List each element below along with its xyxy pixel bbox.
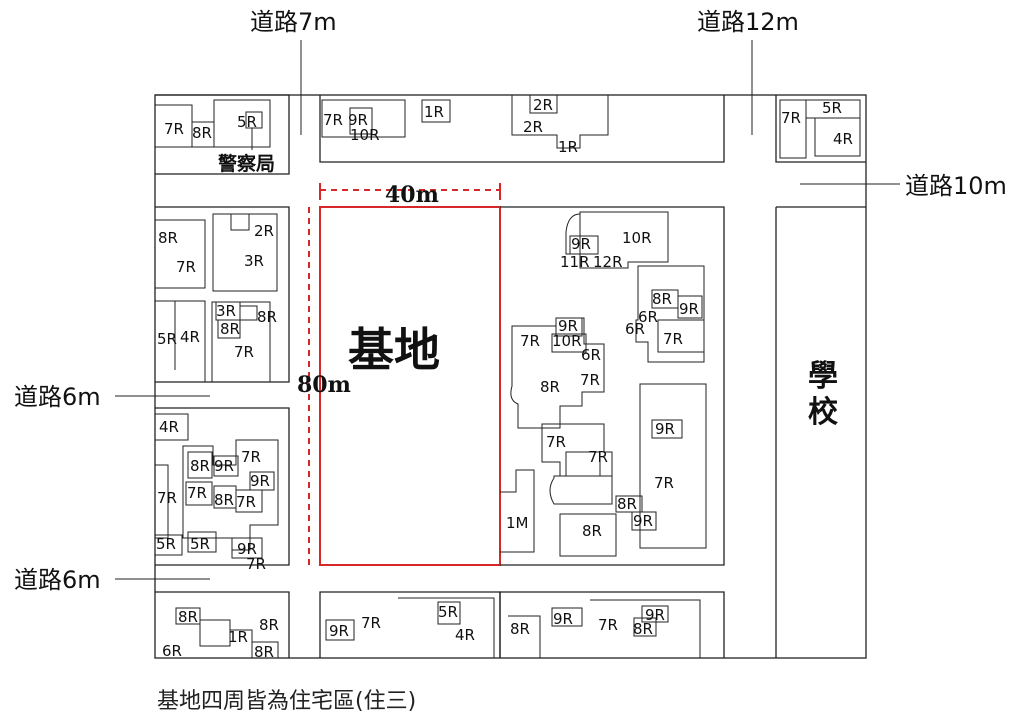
room-label: 12R bbox=[593, 253, 623, 271]
length-dimension-label: 80m bbox=[297, 372, 351, 398]
room-label: 7R bbox=[520, 332, 540, 350]
room-label: 2R bbox=[523, 118, 543, 136]
room-label: 5R bbox=[822, 99, 842, 117]
room-label: 7R bbox=[323, 111, 343, 129]
room-label: 9R bbox=[558, 317, 578, 335]
block-south-west: 8R 1R 8R 6R 8R bbox=[155, 591, 290, 661]
room-label: 9R bbox=[679, 300, 699, 318]
room-label: 5R bbox=[237, 113, 257, 131]
room-label: 7R bbox=[361, 614, 381, 632]
road-10m-label: 道路10m bbox=[905, 172, 1007, 200]
road-6m-lower-label: 道路6m bbox=[14, 566, 101, 594]
room-label: 5R bbox=[156, 535, 176, 553]
road-7m-label: 道路7m bbox=[250, 8, 337, 36]
room-label: 9R bbox=[214, 457, 234, 475]
room-label: 8R bbox=[617, 495, 637, 513]
room-label: 1R bbox=[228, 628, 248, 646]
room-label: 7R bbox=[236, 493, 256, 511]
room-label: 5R bbox=[190, 535, 210, 553]
room-label: 1R bbox=[424, 103, 444, 121]
room-label: 2R bbox=[254, 222, 274, 240]
block-top-left: 7R 8R 5R 警察局 bbox=[155, 94, 290, 175]
room-label: 4R bbox=[455, 626, 475, 644]
room-label: 6R bbox=[638, 308, 658, 326]
map-caption: 基地四周皆為住宅區(住三) bbox=[157, 689, 417, 714]
room-label: 7R bbox=[546, 433, 566, 451]
room-label: 3R bbox=[216, 302, 236, 320]
room-label: 7R bbox=[580, 371, 600, 389]
block-south-east: 8R 9R 7R 9R 8R bbox=[499, 591, 725, 658]
block-top-right: 7R 5R 4R bbox=[775, 95, 866, 163]
room-label: 8R bbox=[259, 616, 279, 634]
room-label: 3R bbox=[244, 252, 264, 270]
school-label-2: 校 bbox=[808, 395, 838, 430]
room-label: 8R bbox=[192, 124, 212, 142]
police-station-label: 警察局 bbox=[218, 152, 275, 175]
plan-frame bbox=[154, 94, 867, 659]
room-label: 8R bbox=[254, 643, 274, 661]
room-label: 9R bbox=[553, 610, 573, 628]
room-label: 8R bbox=[510, 620, 530, 638]
room-label: 8R bbox=[158, 229, 178, 247]
road-12m-label: 道路12m bbox=[697, 8, 799, 36]
room-label: 8R bbox=[582, 522, 602, 540]
room-label: 7R bbox=[598, 616, 618, 634]
room-label: 2R bbox=[533, 96, 553, 114]
room-label: 10R bbox=[622, 229, 652, 247]
block-south-middle: 9R 7R 5R 4R bbox=[319, 591, 501, 658]
room-label: 9R bbox=[237, 540, 257, 558]
room-label: 9R bbox=[633, 512, 653, 530]
room-label: 5R bbox=[157, 330, 177, 348]
room-label: 4R bbox=[833, 130, 853, 148]
room-label: 10R bbox=[552, 332, 582, 350]
room-label: 1M bbox=[506, 514, 529, 532]
room-label: 9R bbox=[645, 606, 665, 624]
room-label: 7R bbox=[654, 474, 674, 492]
room-label: 7R bbox=[187, 484, 207, 502]
room-label: 9R bbox=[655, 420, 675, 438]
road-6m-upper-label: 道路6m bbox=[14, 383, 101, 411]
room-label: 7R bbox=[164, 120, 184, 138]
room-label: 9R bbox=[571, 235, 591, 253]
block-west-lower: 4R 7R 8R 9R 9R 7R 7R 8R 7R 5R 5R 9R 7R bbox=[155, 407, 290, 573]
school-block: 學 校 bbox=[775, 206, 866, 658]
room-label: 10R bbox=[350, 126, 380, 144]
site-outline bbox=[319, 206, 501, 566]
room-label: 9R bbox=[329, 622, 349, 640]
site: 基地 40m 80m bbox=[297, 182, 501, 566]
school-label-1: 學 bbox=[808, 359, 838, 394]
room-label: 7R bbox=[234, 343, 254, 361]
block-top-middle: 7R 9R 10R 1R 2R 2R 1R bbox=[319, 94, 725, 163]
room-label: 6R bbox=[581, 346, 601, 364]
room-label: 7R bbox=[663, 330, 683, 348]
room-label: 1R bbox=[558, 138, 578, 156]
room-label: 8R bbox=[214, 491, 234, 509]
room-label: 9R bbox=[250, 472, 270, 490]
room-label: 5R bbox=[438, 603, 458, 621]
room-label: 6R bbox=[162, 642, 182, 660]
room-label: 4R bbox=[180, 328, 200, 346]
site-label: 基地 bbox=[348, 323, 440, 377]
room-label: 8R bbox=[633, 620, 653, 638]
room-label: 11R bbox=[560, 253, 590, 271]
block-east: 9R 10R 11R 12R 8R 9R 6R 6R 7R 9R 7R 10R … bbox=[500, 206, 725, 566]
room-label: 7R bbox=[157, 489, 177, 507]
room-label: 8R bbox=[190, 457, 210, 475]
room-label: 7R bbox=[588, 448, 608, 466]
room-label: 7R bbox=[781, 109, 801, 127]
room-label: 8R bbox=[178, 608, 198, 626]
block-west-upper: 8R 7R 2R 3R 3R 8R 8R 5R 4R 7R bbox=[155, 206, 290, 383]
room-label: 8R bbox=[540, 378, 560, 396]
width-dimension-label: 40m bbox=[385, 182, 439, 208]
room-label: 6R bbox=[625, 320, 645, 338]
room-label: 7R bbox=[246, 555, 266, 573]
room-label: 8R bbox=[220, 320, 240, 338]
room-label: 8R bbox=[652, 290, 672, 308]
room-label: 7R bbox=[241, 448, 261, 466]
room-label: 9R bbox=[348, 111, 368, 129]
room-label: 4R bbox=[159, 418, 179, 436]
room-label: 8R bbox=[257, 308, 277, 326]
room-label: 7R bbox=[176, 258, 196, 276]
